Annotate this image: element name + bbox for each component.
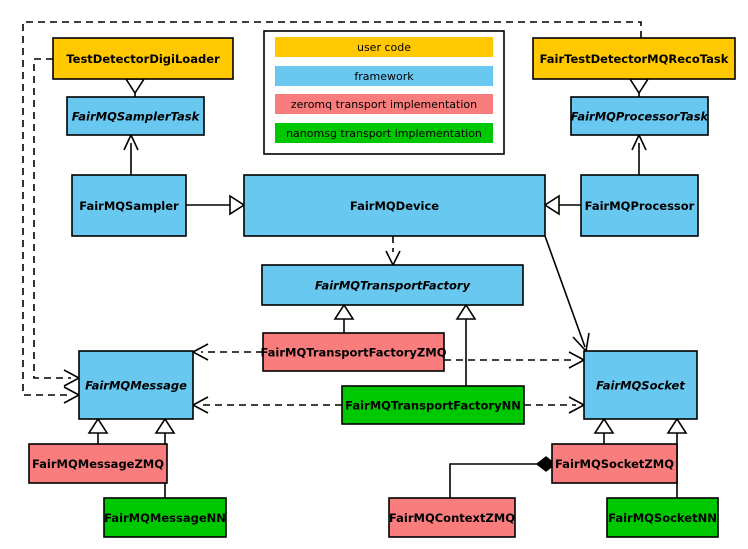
legend-label-framework: framework [354,70,414,83]
arrowhead-sampler-to-device [229,194,246,216]
arrowhead-transportfactoryzmq-to-transportfactory [333,303,355,320]
class-box-FairMQMessage[interactable]: FairMQMessage [78,350,194,420]
class-box-label-FairMQContextZMQ: FairMQContextZMQ [389,511,515,525]
edge-device-to-socket [544,235,586,348]
class-box-rect-FairMQProcessorTask [570,96,709,136]
class-box-FairMQProcessor[interactable]: FairMQProcessor [580,174,699,237]
class-box-rect-FairMQSamplerTask [66,96,205,136]
class-box-label-FairMQTransportFactoryZMQ: FairMQTransportFactoryZMQ [260,346,446,360]
class-box-label-TestDetectorDigiLoader: TestDetectorDigiLoader [66,52,220,66]
class-box-TestDetectorDigiLoader[interactable]: TestDetectorDigiLoader [52,37,234,80]
class-box-label-FairMQTransportFactory: FairMQTransportFactory [315,279,471,293]
arrowhead-socketzmq-to-socket [593,417,615,434]
class-box-rect-FairTestDetectorMQRecoTask [532,37,736,80]
class-box-rect-FairMQMessage [78,350,194,420]
legend-label-user-code: user code [357,41,411,54]
class-box-label-FairMQSamplerTask: FairMQSamplerTask [72,110,201,124]
class-box-rect-FairMQTransportFactoryNN [341,385,525,425]
class-box-label-FairMQSampler: FairMQSampler [79,199,179,213]
class-box-FairMQTransportFactoryZMQ[interactable]: FairMQTransportFactoryZMQ [260,332,447,372]
class-box-rect-TestDetectorDigiLoader [52,37,234,80]
class-box-label-FairMQMessageNN: FairMQMessageNN [104,511,226,525]
class-box-label-FairMQTransportFactoryNN: FairMQTransportFactoryNN [345,399,521,413]
class-box-FairMQSocket[interactable]: FairMQSocket [583,350,698,420]
legend-swatch-nanomsg [275,123,493,143]
legend-swatch-zeromq [275,94,493,114]
class-box-rect-FairMQProcessor [580,174,699,237]
class-box-rect-FairMQContextZMQ [388,497,516,538]
legend-swatch-user-code [275,37,493,57]
class-box-FairMQSocketNN[interactable]: FairMQSocketNN [606,497,719,538]
class-box-FairMQSocketZMQ[interactable]: FairMQSocketZMQ [551,443,678,484]
class-box-rect-FairMQSampler [71,174,187,237]
class-box-FairMQProcessorTask[interactable]: FairMQProcessorTask [570,96,710,136]
class-box-FairTestDetectorMQRecoTask[interactable]: FairTestDetectorMQRecoTask [532,37,736,80]
arrowhead-messagezmq-to-message [87,417,109,434]
class-box-rect-FairMQMessageNN [103,497,227,538]
legend-label-zeromq: zeromq transport implementation [291,98,477,111]
class-box-FairMQContextZMQ[interactable]: FairMQContextZMQ [388,497,516,538]
class-box-label-FairMQDevice: FairMQDevice [350,199,439,213]
arrowhead-transportfactorynn-to-transportfactory [455,303,477,320]
arrowhead-socketnn-to-socket [666,417,688,434]
class-box-label-FairMQProcessorTask: FairMQProcessorTask [571,110,710,124]
class-box-FairMQTransportFactoryNN[interactable]: FairMQTransportFactoryNN [341,385,525,425]
class-box-rect-FairMQTransportFactory [261,264,524,306]
edge-recotask-to-message [22,21,642,396]
class-box-rect-FairMQDevice [243,174,546,237]
edge-contextzmq-to-socketzmq [449,463,537,498]
class-box-rect-FairMQSocket [583,350,698,420]
arrowhead-messagenn-to-message [154,417,176,434]
legend-label-nanomsg: nanomsg transport implementation [286,127,482,140]
class-box-label-FairMQMessageZMQ: FairMQMessageZMQ [32,457,164,471]
class-box-label-FairMQSocketZMQ: FairMQSocketZMQ [555,457,674,471]
class-box-FairMQSampler[interactable]: FairMQSampler [71,174,187,237]
legend-swatch-framework [275,66,493,86]
class-box-rect-FairMQMessageZMQ [28,443,168,484]
class-box-label-FairMQMessage: FairMQMessage [85,379,187,393]
class-box-FairMQTransportFactory[interactable]: FairMQTransportFactory [261,264,524,306]
class-box-label-FairMQSocketNN: FairMQSocketNN [608,511,717,525]
class-box-label-FairMQProcessor: FairMQProcessor [585,199,695,213]
class-box-label-FairMQSocket: FairMQSocket [596,379,685,393]
class-box-FairMQDevice[interactable]: FairMQDevice [243,174,546,237]
class-box-FairMQMessageNN[interactable]: FairMQMessageNN [103,497,227,538]
class-box-FairMQMessageZMQ[interactable]: FairMQMessageZMQ [28,443,168,484]
class-box-FairMQSamplerTask[interactable]: FairMQSamplerTask [66,96,205,136]
class-box-rect-FairMQSocketZMQ [551,443,678,484]
class-box-label-FairTestDetectorMQRecoTask: FairTestDetectorMQRecoTask [540,52,729,66]
arrowhead-processor-to-device [543,194,560,216]
class-box-rect-FairMQTransportFactoryZMQ [262,332,445,372]
class-box-rect-FairMQSocketNN [606,497,719,538]
